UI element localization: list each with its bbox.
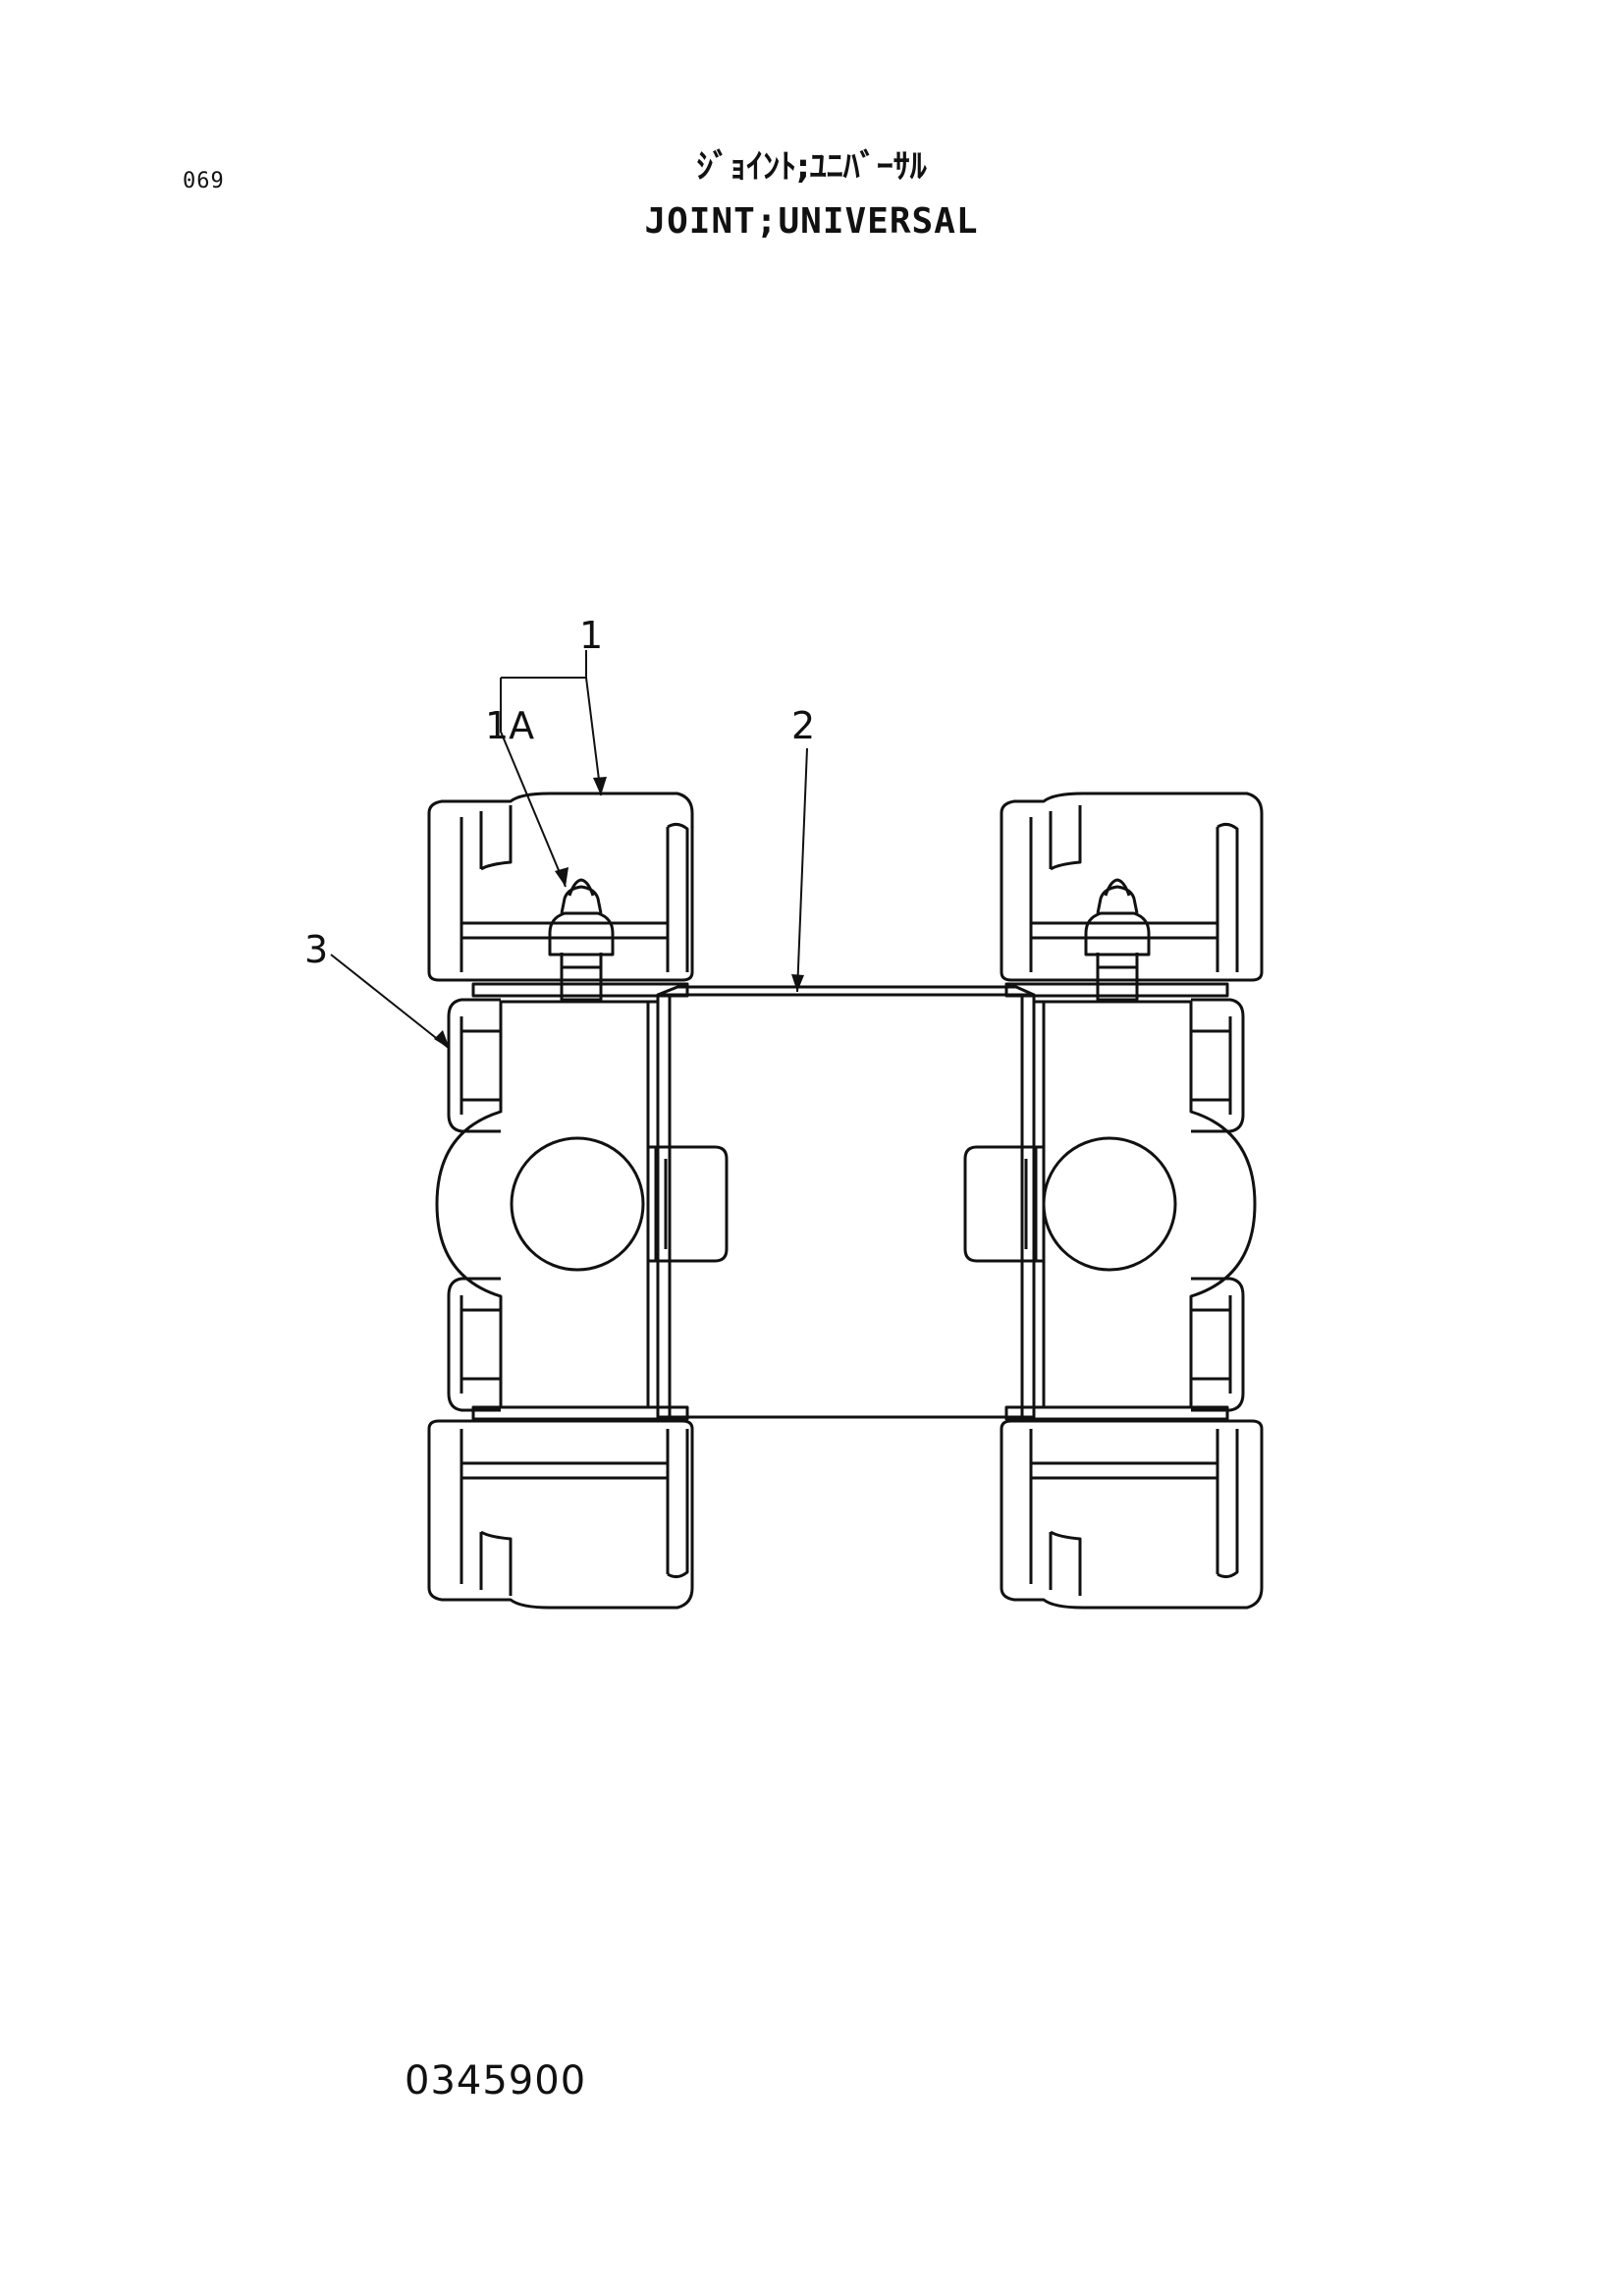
leader-2 xyxy=(796,747,808,993)
callout-1a: 1A xyxy=(485,704,534,747)
spacer-top-left xyxy=(471,982,689,998)
callout-1: 1 xyxy=(579,614,603,657)
bearing-cup-top-left xyxy=(427,792,694,982)
callout-3: 3 xyxy=(304,928,328,971)
yoke-right xyxy=(1032,1000,1257,1409)
bearing-cup-top-right xyxy=(1000,792,1264,982)
bearing-cup-bottom-right xyxy=(1000,1419,1264,1610)
hex-nut-bottom-left xyxy=(447,1277,501,1412)
callout-2: 2 xyxy=(791,704,815,747)
page-number: 069 xyxy=(183,169,225,193)
hex-nut-bottom-right xyxy=(1191,1277,1245,1412)
title-english: JOINT;UNIVERSAL xyxy=(644,201,979,242)
leader-3 xyxy=(330,954,451,1050)
title-japanese: ｼﾞｮｲﾝﾄ;ﾕﾆﾊﾞｰｻﾙ xyxy=(696,147,927,187)
grease-fitting-left xyxy=(548,878,615,1002)
leader-lines xyxy=(330,650,808,1050)
leader-1a xyxy=(500,678,567,888)
bearing-cup-bottom-left xyxy=(427,1419,694,1610)
part-number: 0345900 xyxy=(405,2058,587,2104)
spacer-top-right xyxy=(1004,982,1229,998)
hex-nut-top-right xyxy=(1191,998,1245,1133)
grease-fitting-right xyxy=(1084,878,1151,1002)
center-cross-body xyxy=(656,985,1036,1419)
leader-1 xyxy=(501,650,602,796)
center-tab-right xyxy=(963,1145,1044,1263)
spacer-bottom-left xyxy=(471,1405,689,1421)
center-tab-left xyxy=(648,1145,729,1263)
yoke-left xyxy=(435,1000,660,1409)
hex-nut-top-left xyxy=(447,998,501,1133)
